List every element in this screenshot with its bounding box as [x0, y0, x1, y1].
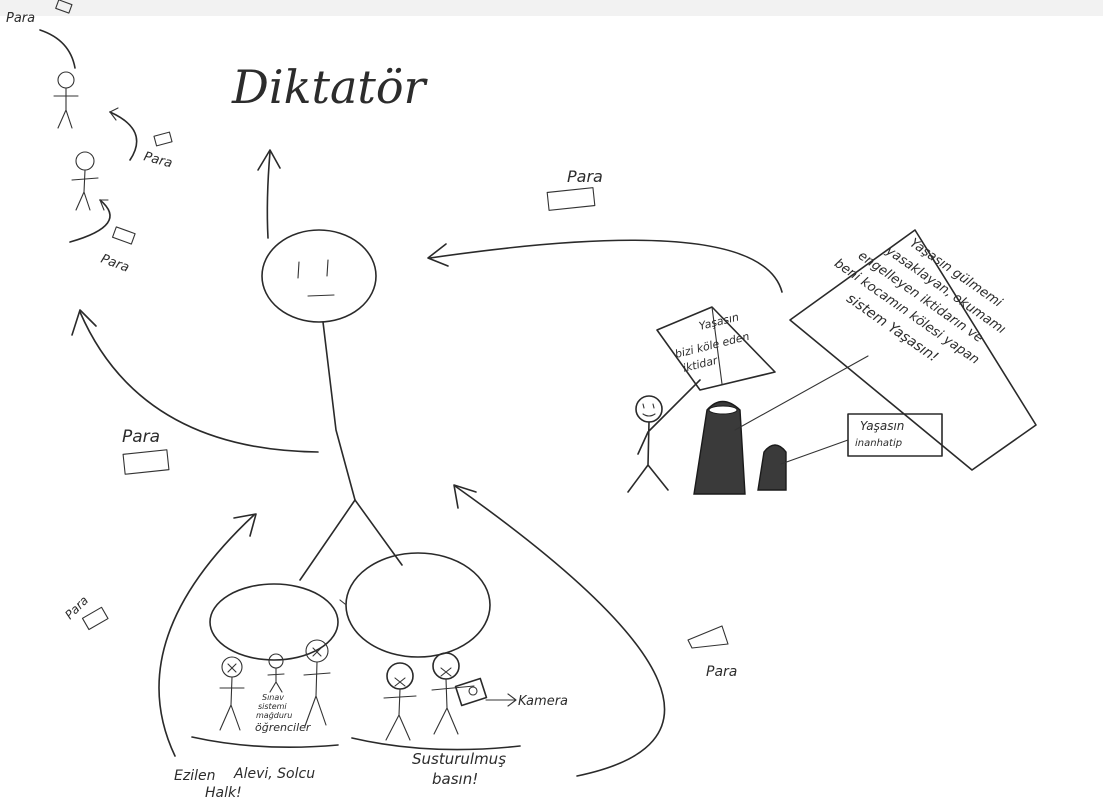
arrow-head-title [257, 149, 281, 171]
student-figure-body [267, 667, 285, 693]
bubble-connector [339, 599, 346, 605]
arrow-top-left-3 [69, 199, 111, 243]
students-caption-line-3: mağduru [256, 711, 292, 720]
dictator-eye-right [326, 259, 329, 277]
arrow-head-top-left-2 [109, 107, 119, 121]
para-left-2: Para [99, 252, 132, 276]
oppressed-figure-1-mouth [227, 663, 237, 673]
small-sign-pole [780, 439, 849, 465]
big-sign-pole [734, 355, 869, 431]
arrow-top-left-2 [109, 111, 138, 161]
dictator-mouth [307, 294, 335, 297]
dictator-leg-left [299, 499, 356, 581]
big-sign-text: Yaşasın gülmemi yasaklayan, okumamı enge… [831, 236, 1008, 368]
arrow-upper-right-arc [429, 239, 783, 293]
small-figure-1-body [53, 87, 79, 129]
press-figure-1-mouth [394, 677, 406, 687]
para-upper-right: Para [567, 167, 603, 186]
oppressed-figure-3-mouth [312, 647, 322, 657]
press-figure-2-head [432, 652, 460, 680]
money-upper-right [546, 187, 596, 211]
small-sign-line-1: Yaşasın [860, 419, 904, 433]
students-caption-line-1: Sınav [262, 693, 284, 702]
para-mid-left: Para [122, 427, 160, 447]
arrow-head-bottom-right [453, 484, 477, 509]
top-left-group: Para Para Para [6, 0, 174, 276]
para-top-left: Para [6, 11, 35, 26]
bubble-press [345, 552, 491, 658]
woman-tall-eyeslit [708, 405, 738, 415]
scan-edge [0, 0, 1103, 16]
big-sign-board [789, 229, 1037, 471]
para-left-1: Para [142, 149, 174, 171]
right-group: Yaşasın bizi köle eden iktidar Yaşasın g… [627, 229, 1037, 495]
arrow-top-left-1 [39, 29, 76, 69]
book-figure-head [635, 395, 663, 423]
press-label-line-2: basın! [432, 770, 478, 788]
woman-short [757, 444, 787, 491]
press-bracket [351, 737, 521, 751]
arrow-to-title [266, 151, 271, 239]
title-text: Diktatör [231, 60, 429, 114]
press-figure-1-body [383, 688, 417, 741]
oppressed-figure-1-body [219, 676, 245, 731]
money-mid-left [122, 449, 170, 475]
arrow-head-left-arc [71, 309, 97, 336]
oppressed-figure-3-body [303, 661, 331, 727]
small-sign-board [847, 413, 943, 457]
para-bottom-left: Para [62, 593, 91, 622]
students-caption-line-4: öğrenciler [255, 721, 312, 734]
bubble-oppressed [209, 583, 339, 661]
dictator-eye-left [297, 261, 300, 279]
book-figure-body [627, 379, 701, 493]
arrow-head-top-left-3 [99, 199, 109, 211]
money-top-left [55, 0, 73, 14]
dictator-figure [261, 229, 403, 581]
woman-tall [693, 400, 746, 495]
press-figure-2-body [431, 678, 475, 735]
arrow-head-bottom-left [233, 513, 257, 537]
students-caption-line-2: sistemi [258, 702, 287, 711]
camera-pointer-arrow [485, 693, 517, 707]
money-bottom-left [81, 606, 109, 631]
para-bottom-right: Para [706, 664, 737, 680]
dictator-leg-right [354, 499, 403, 566]
arrow-left-arc [79, 311, 319, 453]
camera-lens-icon [468, 686, 478, 696]
press-figure-1-head [386, 662, 414, 690]
student-figure-head [268, 653, 284, 669]
press-figure-2-mouth [440, 667, 452, 677]
arrow-bottom-left-arc [158, 514, 255, 757]
money-left-1 [153, 131, 173, 147]
bottom-group: Sınav sistemi mağduru öğrenciler Kamera … [174, 552, 568, 797]
camera-label: Kamera [518, 694, 568, 709]
small-figure-2-head [75, 151, 95, 171]
oppressed-label: Ezilen [174, 768, 215, 784]
dictator-body [322, 321, 356, 501]
camera-icon [454, 677, 488, 707]
small-figure-1-head [57, 71, 75, 89]
halk-label: Halk! [205, 785, 242, 797]
small-figure-2-body [71, 169, 99, 211]
book-spine [711, 306, 723, 385]
alevi-solcu-label: Alevi, Solcu [233, 766, 315, 782]
book-figure-face [642, 403, 656, 417]
press-label-line-1: Susturulmuş [412, 750, 506, 768]
arrow-head-upper-right [427, 243, 449, 267]
arrow-bottom-right-arc [454, 485, 666, 777]
book-outline [656, 306, 776, 391]
oppressed-figure-1-head [221, 656, 243, 678]
money-left-2 [112, 226, 136, 245]
oppressed-bracket [191, 736, 339, 749]
money-bottom-right [687, 625, 729, 649]
dictator-head [261, 229, 377, 323]
small-sign-line-2: inanhatip [855, 438, 902, 449]
